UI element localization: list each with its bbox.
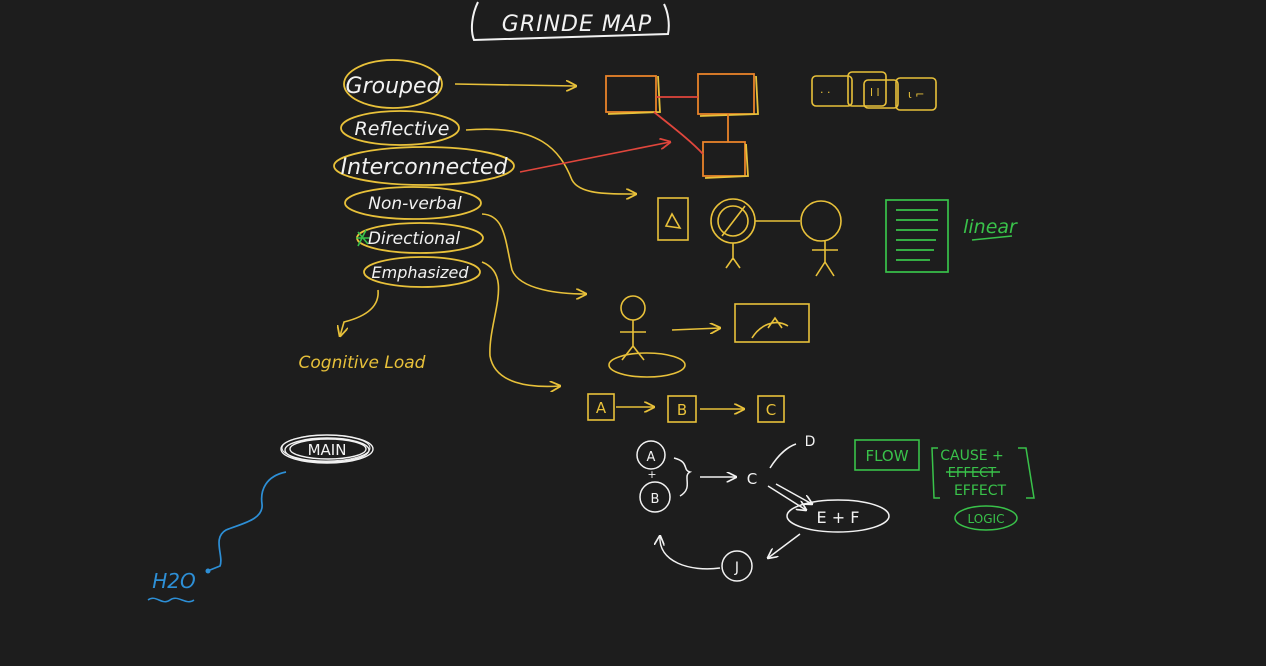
- water-curve: [209, 471, 287, 571]
- flow-node-a: A: [647, 450, 656, 465]
- effect-struck-label: EFFECT: [948, 466, 996, 481]
- cause-label: CAUSE +: [940, 448, 1004, 464]
- nonverbal-illustration: [608, 295, 810, 378]
- logic-oval: [954, 505, 1018, 531]
- flow-label: FLOW: [865, 447, 908, 465]
- flow-node-c: C: [747, 470, 757, 488]
- person-head: [800, 200, 842, 242]
- main-label: MAIN: [308, 441, 347, 459]
- flow-node-a-circle: [636, 440, 666, 470]
- flow-node-d: D: [805, 434, 816, 450]
- document-icon: [885, 199, 949, 273]
- arrow-grouped: [454, 84, 576, 86]
- svg-text:l l: l l: [870, 86, 880, 99]
- group-box-3: [702, 141, 746, 177]
- seq-label-a: A: [596, 399, 607, 417]
- sequence-row: A B C: [587, 393, 785, 423]
- water-label: H2O: [152, 569, 196, 593]
- page-title: GRINDE MAP: [502, 12, 652, 37]
- arrow-nonverbal: [481, 213, 586, 294]
- group-box-1: [605, 75, 657, 113]
- title-group: GRINDE MAP: [470, 1, 670, 42]
- flow-node-j-circle: [721, 550, 753, 582]
- seq-label-c: C: [766, 401, 776, 419]
- effect-label: EFFECT: [954, 483, 1007, 499]
- svg-text:· ·: · ·: [820, 86, 831, 99]
- principle-arrows: [340, 84, 670, 386]
- principle-emphasized: Emphasized: [372, 263, 470, 282]
- principle-list: Grouped Reflective Interconnected Non-ve…: [333, 59, 515, 288]
- principle-oval-interconnected: [333, 146, 515, 186]
- logic-label: LOGIC: [968, 512, 1005, 526]
- title-box: [470, 1, 670, 42]
- logic-panel: FLOW CAUSE + EFFECT EFFECT LOGIC: [854, 439, 1035, 531]
- flow-node-j: J: [734, 560, 739, 576]
- principle-oval-grouped: [343, 59, 443, 109]
- grouped-boxes: [605, 73, 759, 179]
- person-body: [812, 241, 838, 277]
- group-box-2: [697, 73, 755, 115]
- flow-graph: A + B C D E + F J: [636, 434, 890, 582]
- principle-oval-reflective: [340, 110, 460, 146]
- seq-box-c: [757, 395, 785, 423]
- flow-node-b: B: [651, 492, 660, 507]
- flow-node-b-circle: [639, 481, 671, 513]
- framed-picture: [657, 197, 689, 241]
- arrow-emphasized: [481, 261, 560, 386]
- seq-box-a: [587, 393, 615, 421]
- flow-brace: [673, 457, 693, 497]
- svg-text:+: +: [647, 468, 656, 481]
- screen-frame: [734, 303, 810, 343]
- stage-oval: [608, 352, 686, 378]
- flow-node-ef-oval: [786, 499, 890, 533]
- arrow-reflective: [465, 128, 636, 194]
- arrow-interconnected: [519, 142, 670, 173]
- cause-effect-bracket-right: [1018, 447, 1035, 499]
- cause-effect-bracket-left: [931, 447, 940, 499]
- directional-marker: [356, 229, 370, 247]
- cognitive-load-note: Cognitive Load: [299, 353, 426, 373]
- seq-label-b: B: [677, 401, 687, 419]
- linear-document: [885, 199, 949, 273]
- svg-text:ι ⌐: ι ⌐: [908, 88, 924, 101]
- principle-directional: Directional: [368, 229, 461, 249]
- principle-interconnected: Interconnected: [341, 155, 509, 180]
- water-note: H2O: [147, 471, 287, 603]
- seq-box-b: [667, 395, 697, 423]
- presenter-head: [620, 295, 646, 321]
- arrow-cognitive-load: [340, 289, 379, 336]
- linear-label: linear: [963, 216, 1018, 238]
- clustered-boxes: · · l l ι ⌐: [811, 71, 937, 111]
- reflective-illustration: [657, 197, 842, 277]
- principle-oval-nonverbal: [344, 186, 482, 220]
- principle-nonverbal: Non-verbal: [368, 194, 462, 214]
- main-node: MAIN: [280, 434, 374, 464]
- principle-grouped: Grouped: [346, 74, 442, 99]
- principle-reflective: Reflective: [355, 118, 450, 140]
- flow-box: [854, 439, 920, 471]
- flow-node-ef: E + F: [817, 508, 860, 527]
- principle-oval-emphasized: [363, 256, 481, 288]
